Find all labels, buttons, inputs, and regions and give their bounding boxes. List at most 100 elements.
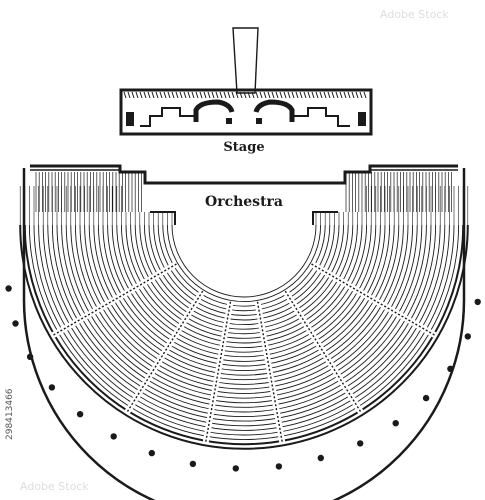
seat-row-arc — [162, 224, 326, 307]
stage-hatch-stroke — [303, 91, 307, 99]
stage-hatch-stroke — [239, 91, 243, 99]
aisle-steps — [51, 263, 177, 337]
stage-hatch-stroke — [151, 91, 155, 99]
seat-row-arc — [84, 224, 404, 385]
stage-wall-hatching — [123, 91, 367, 99]
outer-perimeter-wall — [22, 168, 466, 500]
seat-row-arc — [47, 224, 441, 422]
perimeter-column — [232, 465, 239, 472]
stage-hatch-stroke — [343, 91, 347, 99]
stage-hatch-stroke — [319, 91, 323, 99]
stage-hatch-stroke — [315, 91, 319, 99]
seat-row-arc — [88, 224, 400, 381]
seat-row-arc — [38, 224, 450, 431]
perimeter-column — [275, 463, 283, 470]
stage-hatch-stroke — [299, 91, 303, 99]
seat-row-arc — [148, 224, 340, 321]
perimeter-column — [76, 411, 84, 418]
perimeter-column — [110, 433, 117, 440]
stage-hatch-stroke — [211, 91, 215, 99]
perimeter-column — [357, 440, 364, 447]
seat-row-arc — [42, 224, 446, 427]
perimeter-column — [392, 420, 399, 427]
svg-text:Adobe Stock: Adobe Stock — [380, 8, 449, 21]
stage-hatch-stroke — [307, 91, 311, 99]
stage-hatch-stroke — [199, 91, 203, 99]
stage-hatch-stroke — [195, 91, 199, 99]
seat-row-arc — [102, 224, 386, 367]
stage-hatch-stroke — [251, 91, 255, 99]
stage-hatch-stroke — [291, 91, 295, 99]
stage-hatch-stroke — [243, 91, 247, 99]
aisle-steps — [284, 290, 363, 414]
perimeter-column — [189, 460, 197, 468]
stage-hatch-stroke — [155, 91, 159, 99]
stage-inner-right — [292, 107, 350, 127]
stock-id: 298413466 — [5, 388, 15, 440]
orchestra-front-edge-left — [150, 211, 176, 225]
perimeter-column — [317, 454, 324, 462]
seat-row-arc — [70, 224, 418, 399]
stage-niche-left — [193, 99, 235, 122]
stage-hatch-stroke — [363, 91, 367, 99]
stage-hatch-stroke — [259, 91, 263, 99]
seat-row-arc — [116, 224, 372, 353]
perimeter-column — [5, 285, 12, 292]
orchestra-label: Orchestra — [205, 194, 283, 210]
stage-hatch-stroke — [127, 91, 131, 99]
perimeter-columns — [5, 285, 481, 472]
perimeter-column — [464, 333, 471, 340]
stage-hatch-stroke — [143, 91, 147, 99]
perimeter-column — [48, 384, 56, 391]
stage-hatch-stroke — [179, 91, 183, 99]
perimeter-column — [474, 298, 481, 306]
stage-building: Stage — [119, 27, 373, 155]
stage-block-left — [126, 112, 134, 126]
seat-row-arc — [166, 224, 322, 302]
radial-aisles — [50, 261, 438, 445]
stage-hatch-stroke — [359, 91, 363, 99]
stage-hatch-stroke — [207, 91, 211, 99]
perimeter-column — [422, 394, 430, 402]
seat-row-arc — [97, 224, 391, 372]
aisle-steps — [125, 290, 204, 414]
stage-door-left — [226, 118, 232, 124]
stage-hatch-stroke — [283, 91, 287, 99]
stage-hatch-stroke — [263, 91, 267, 99]
stage-hatch-stroke — [219, 91, 223, 99]
seat-row-arc — [28, 224, 460, 441]
auditorium-back-wall — [30, 164, 458, 185]
stage-hatch-stroke — [175, 91, 179, 99]
stage-hatch-stroke — [355, 91, 359, 99]
stage-door-right — [256, 118, 262, 124]
stage-outer-wall — [119, 88, 373, 136]
seat-row-arc — [93, 224, 395, 376]
seat-row-arc — [107, 224, 381, 362]
aisle-gap — [202, 301, 234, 445]
orchestra-floor — [175, 208, 313, 294]
orchestra-front-edge-right — [312, 211, 338, 225]
stage-hatch-stroke — [275, 91, 279, 99]
stage-hatch-stroke — [223, 91, 227, 99]
stage-hatch-stroke — [295, 91, 299, 99]
seat-row-arc — [139, 224, 349, 330]
stage-niche-right — [253, 99, 295, 122]
perimeter-column — [447, 365, 454, 372]
seat-row-arc — [134, 224, 354, 335]
stage-hatch-stroke — [123, 91, 127, 99]
seat-row-arc — [65, 224, 423, 404]
seat-row-arc — [111, 224, 377, 358]
stage-hatch-stroke — [203, 91, 207, 99]
auditorium: Orchestra — [5, 164, 481, 500]
seat-row-arc — [33, 224, 455, 436]
stage-hatch-stroke — [163, 91, 167, 99]
upper-wing-verticals — [22, 168, 466, 500]
stage-hatch-stroke — [147, 91, 151, 99]
stage-hatch-stroke — [247, 91, 251, 99]
aisle-gap — [254, 301, 286, 445]
stage-hatch-stroke — [183, 91, 187, 99]
stage-hatch-stroke — [271, 91, 275, 99]
stage-hatch-stroke — [171, 91, 175, 99]
stage-hatch-stroke — [311, 91, 315, 99]
